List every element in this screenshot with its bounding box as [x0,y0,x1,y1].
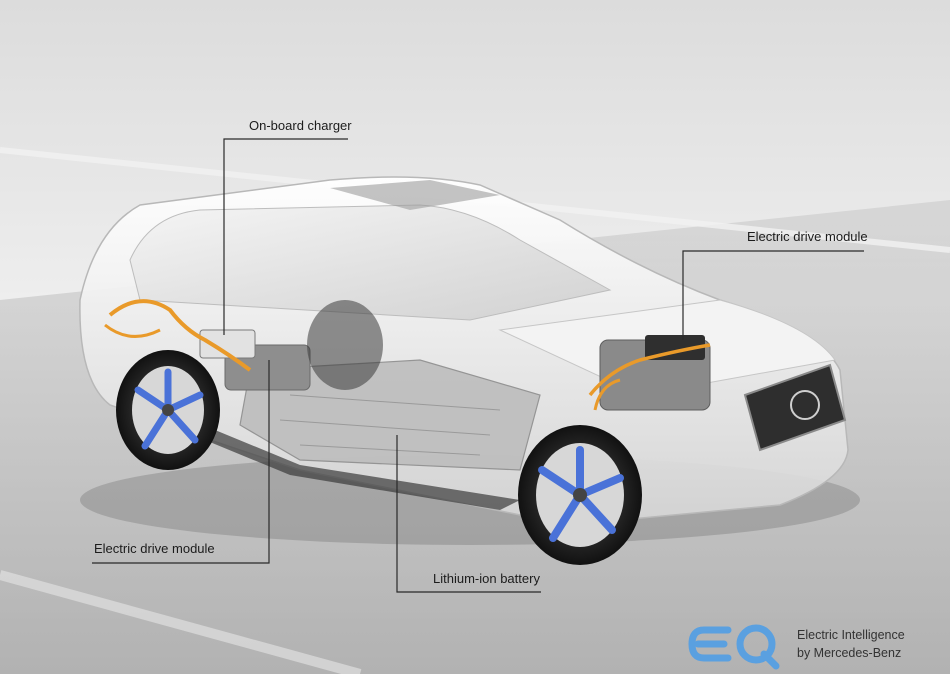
battery-ribs [279,394,501,456]
label-lithium-ion-battery: Lithium-ion battery [433,571,540,586]
label-onboard-charger: On-board charger [249,118,352,133]
rear-wheel [116,350,220,470]
side-skirt [205,430,520,510]
hv-cable-front-2 [593,378,621,411]
eq-logo [688,624,780,670]
road-stripe-lower [0,570,362,674]
brand-star-badge [790,390,820,420]
brand-tagline-line2: by Mercedes-Benz [797,646,902,660]
front-wheel [518,425,642,565]
leader-front-drive [682,250,864,340]
leader-onboard-charger [223,138,348,335]
label-electric-drive-rear: Electric drive module [94,541,215,556]
label-electric-drive-front: Electric drive module [747,229,868,244]
leader-lines [92,138,864,593]
leader-rear-drive [92,360,270,564]
rear-wheel-far [307,300,383,390]
leader-battery [396,435,541,593]
hv-cable-front [588,343,711,397]
sunroof [330,180,500,210]
hv-cable-rear-2 [104,323,161,338]
onboard-charger-unit [199,329,256,359]
brand-tagline-line1: Electric Intelligence [797,628,905,642]
battery-pack [239,359,541,471]
front-grille [743,363,847,452]
hv-cable-rear [108,299,252,372]
